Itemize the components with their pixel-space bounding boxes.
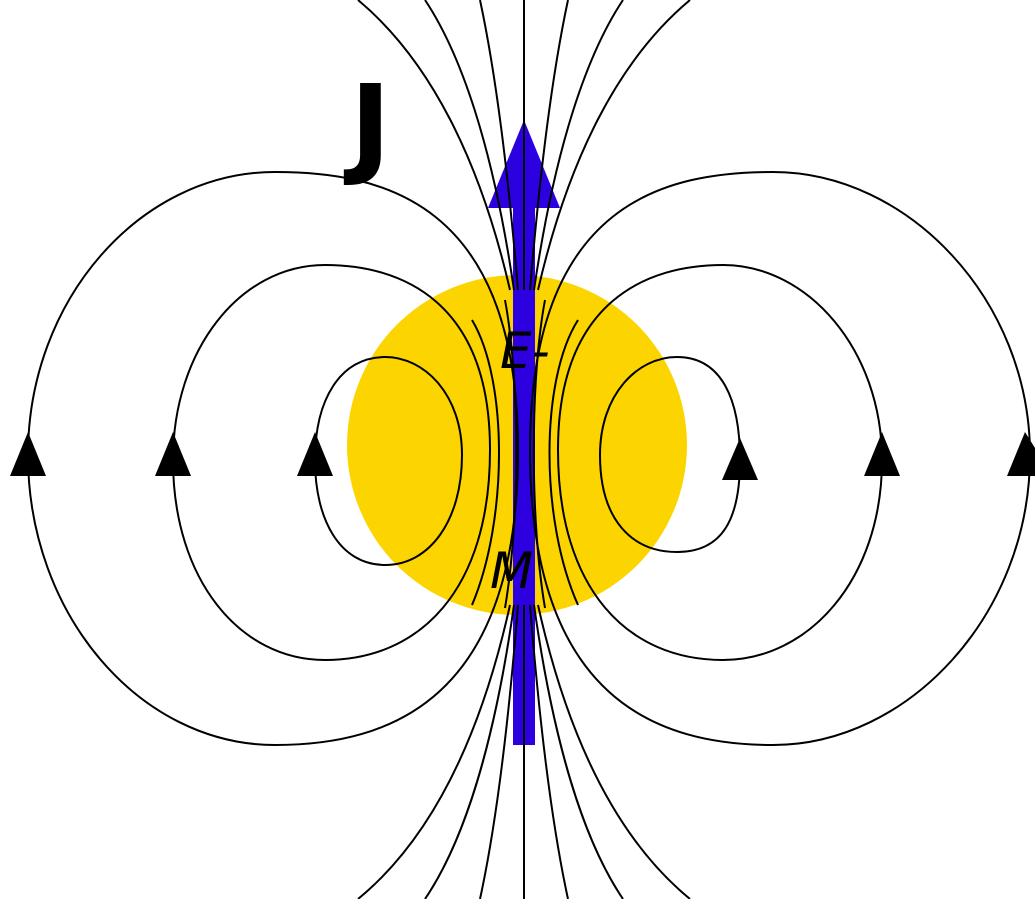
field-lines: [26, 0, 1032, 899]
polar-line-top-2: [424, 0, 515, 291]
triangle-up-icon: [155, 432, 191, 476]
sphere-arc-left-2: [504, 299, 518, 609]
sphere-arc-right-2: [532, 299, 546, 609]
polar-line-top-7: [537, 0, 691, 291]
spin-label: J: [343, 61, 391, 189]
sphere-arc-right-1: [548, 319, 579, 606]
sphere-arc-left-1: [471, 319, 500, 606]
triangle-up-icon: [10, 432, 46, 476]
polar-line-top-3: [479, 0, 519, 291]
triangle-up-icon: [722, 438, 758, 480]
triangle-up-icon: [864, 432, 900, 476]
polar-line-top-6: [533, 0, 624, 291]
polar-line-bottom-5: [529, 604, 569, 899]
triangle-up-icon: [297, 432, 333, 476]
polar-line-top-5: [529, 0, 569, 291]
polar-line-bottom-3: [479, 604, 519, 899]
polar-line-bottom-6: [533, 604, 624, 899]
bottom-pole-label: M: [490, 542, 533, 600]
polar-line-bottom-2: [424, 604, 515, 899]
triangle-up-icon: [1007, 432, 1035, 476]
polar-line-top-1: [357, 0, 511, 291]
top-pole-label: E-: [500, 322, 550, 380]
polar-line-bottom-7: [537, 604, 691, 899]
polar-line-bottom-1: [357, 604, 511, 899]
direction-markers: [10, 432, 1035, 480]
